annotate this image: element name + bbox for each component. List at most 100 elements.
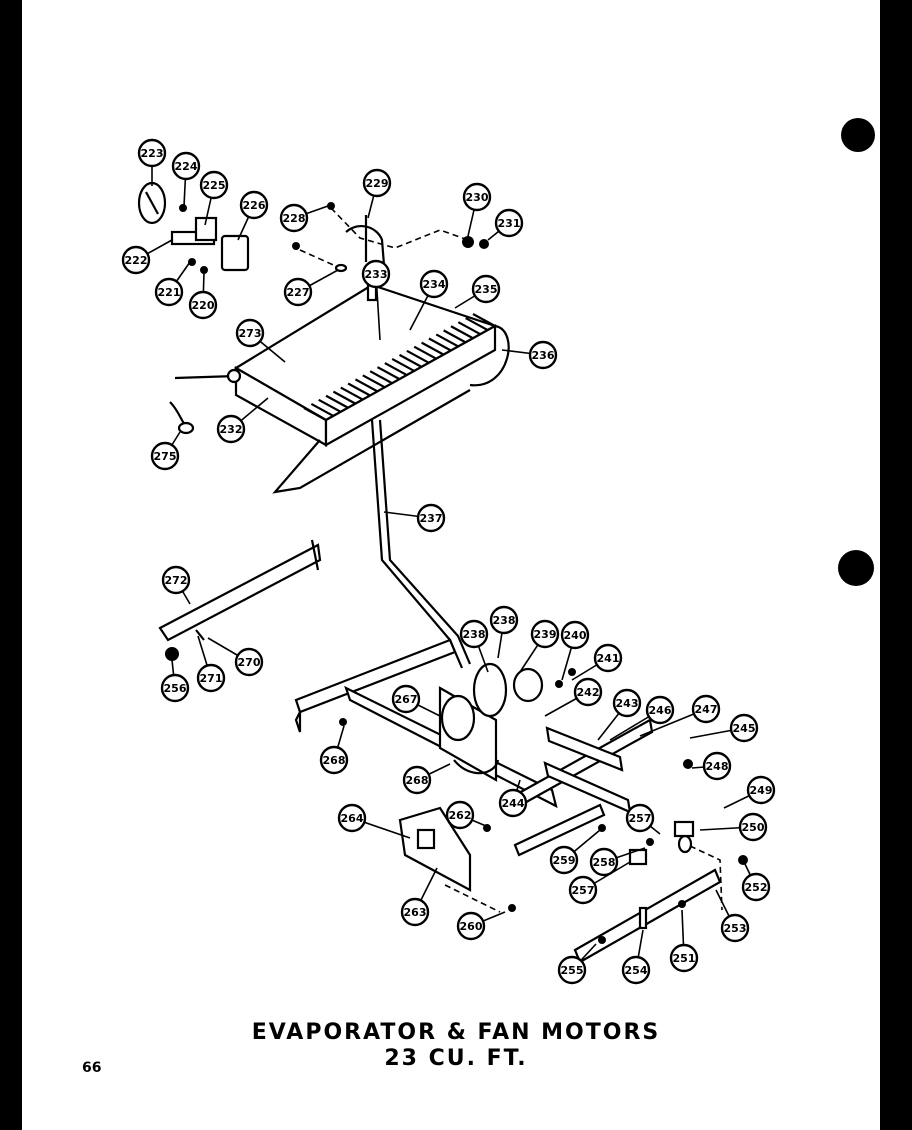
- callout-label: 251: [673, 952, 696, 965]
- callout-229: 229: [362, 168, 392, 198]
- callout-label: 237: [420, 512, 443, 525]
- callout-label: 231: [498, 217, 521, 230]
- callout-label: 258: [593, 856, 616, 869]
- evaporator-fin: [413, 345, 437, 360]
- evaporator-fin: [354, 378, 378, 393]
- callout-232: 232: [216, 414, 246, 444]
- callout-273: 273: [235, 318, 265, 348]
- evaporator-fin: [369, 370, 393, 385]
- callout-267: 267: [391, 684, 421, 714]
- punch-hole-top: [841, 118, 875, 152]
- callout-225: 225: [199, 170, 229, 200]
- callout-circle: [729, 713, 759, 743]
- callout-236: 236: [528, 340, 558, 370]
- callout-255: 255: [557, 955, 587, 985]
- evaporator-assembly: [169, 283, 510, 494]
- callout-label: 248: [706, 760, 729, 773]
- callout-262: 262: [445, 800, 475, 830]
- callout-circle: [456, 911, 486, 941]
- callout-label: 263: [404, 906, 427, 919]
- callout-label: 242: [577, 686, 600, 699]
- callout-224: 224: [171, 151, 201, 181]
- callout-label: 247: [695, 703, 718, 716]
- callout-circle: [568, 875, 598, 905]
- page-number: 66: [82, 1060, 102, 1076]
- drain-tube: [370, 419, 464, 669]
- callout-label: 250: [742, 821, 765, 834]
- callout-circle: [746, 775, 776, 805]
- evaporator-fin: [472, 313, 496, 327]
- callout-label: 220: [192, 299, 215, 312]
- callout-label: 254: [625, 964, 648, 977]
- callout-label: 225: [203, 179, 226, 192]
- callout-242: 242: [573, 677, 603, 707]
- evaporator-fin: [347, 382, 371, 397]
- callout-circle: [625, 803, 655, 833]
- callout-circle: [645, 695, 675, 725]
- evaporator-fin: [406, 349, 430, 364]
- callout-circle: [738, 812, 768, 842]
- callout-circle: [612, 688, 642, 718]
- callout-label: 229: [366, 177, 389, 190]
- callout-label: 228: [283, 212, 306, 225]
- callout-circle: [573, 677, 603, 707]
- callout-circle: [528, 340, 558, 370]
- callout-252: 252: [741, 872, 771, 902]
- callout-circle: [416, 503, 446, 533]
- callout-263: 263: [400, 897, 430, 927]
- callout-circle: [402, 765, 432, 795]
- callout-234: 234: [419, 269, 449, 299]
- callout-circle: [216, 414, 246, 444]
- callout-circle: [489, 605, 519, 635]
- callout-label: 272: [165, 574, 188, 587]
- callout-circle: [234, 647, 264, 677]
- callout-label: 262: [449, 809, 472, 822]
- callout-circle: [530, 619, 560, 649]
- callout-circle: [319, 745, 349, 775]
- evaporator-fin: [391, 357, 415, 372]
- callout-label: 232: [220, 423, 243, 436]
- callout-238: 238: [459, 619, 489, 649]
- callout-264: 264: [337, 803, 367, 833]
- callout-label: 226: [243, 199, 266, 212]
- callout-label: 222: [125, 254, 148, 267]
- callout-circle: [121, 245, 151, 275]
- callout-222: 222: [121, 245, 151, 275]
- callout-226: 226: [239, 190, 269, 220]
- callout-241: 241: [593, 643, 623, 673]
- evaporator-fin: [443, 329, 467, 344]
- callout-248: 248: [702, 751, 732, 781]
- evaporator-fin: [340, 386, 364, 401]
- callout-254: 254: [621, 955, 651, 985]
- callout-circle: [188, 290, 218, 320]
- callout-circle: [445, 800, 475, 830]
- callout-235: 235: [471, 274, 501, 304]
- callout-circle: [419, 269, 449, 299]
- callout-circle: [171, 151, 201, 181]
- callout-label: 256: [164, 682, 187, 695]
- callout-239: 239: [530, 619, 560, 649]
- callout-circle: [160, 673, 190, 703]
- callout-220: 220: [188, 290, 218, 320]
- callout-272: 272: [161, 565, 191, 595]
- callout-257: 257: [568, 875, 598, 905]
- callout-circle: [239, 190, 269, 220]
- callout-227: 227: [283, 277, 313, 307]
- callout-circle: [621, 955, 651, 985]
- callout-label: 240: [564, 629, 587, 642]
- callout-label: 260: [460, 920, 483, 933]
- callout-circle: [557, 955, 587, 985]
- callout-circle: [494, 208, 524, 238]
- callout-circle: [741, 872, 771, 902]
- callout-label: 244: [502, 797, 525, 810]
- callout-circle: [498, 788, 528, 818]
- callout-label: 230: [466, 191, 489, 204]
- evaporator-fin: [428, 337, 452, 352]
- callout-circle: [400, 897, 430, 927]
- callout-260: 260: [456, 911, 486, 941]
- callout-circle: [391, 684, 421, 714]
- callout-233: 233: [361, 259, 391, 289]
- evaporator-fin: [325, 394, 349, 409]
